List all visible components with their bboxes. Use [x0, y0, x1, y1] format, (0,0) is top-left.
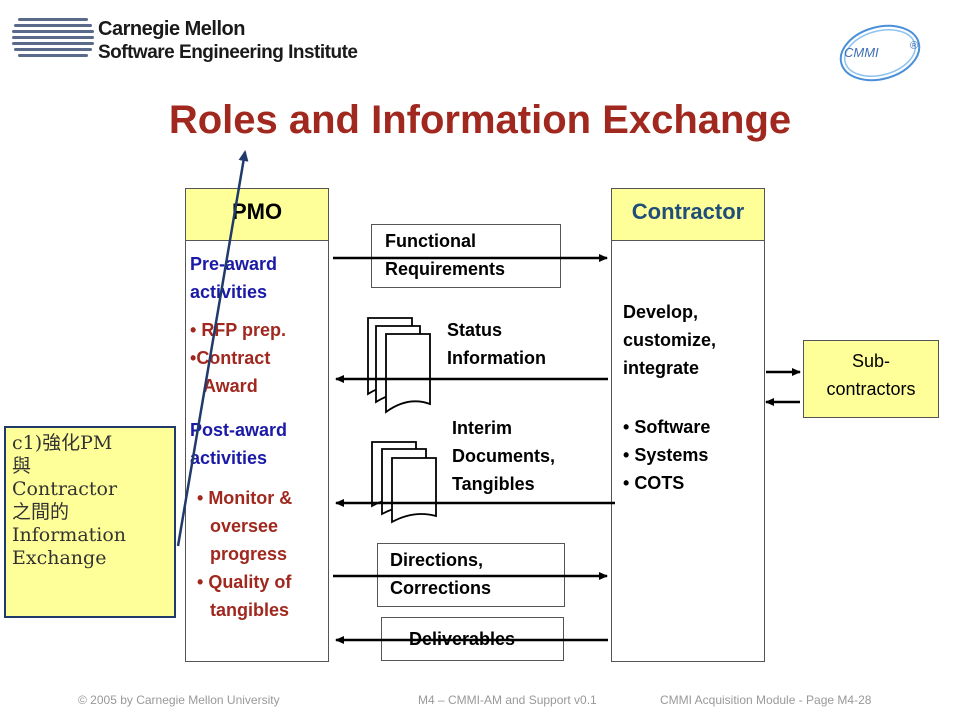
org-name-line1: Carnegie Mellon: [98, 18, 245, 40]
note-line: Contractor: [12, 478, 118, 500]
footer-module: M4 – CMMI-AM and Support v0.1: [418, 693, 597, 707]
directions-corrections-box: Directions, Corrections: [377, 543, 565, 607]
subcontractors-box: Sub- contractors: [803, 340, 939, 418]
contractor-item: • Software: [623, 417, 711, 437]
subcontractors-label-line1: Sub-: [851, 351, 891, 371]
pmo-heading: PMO: [185, 188, 329, 241]
pre-award-label-line1: Pre-award: [190, 254, 278, 274]
pre-award-label-line2: activities: [190, 282, 268, 302]
contractor-column: [611, 188, 765, 662]
post-award-label-line2: activities: [190, 448, 268, 468]
post-award-list: • Monitor & oversee progress • Quality o…: [197, 484, 292, 624]
registered-mark: ®: [910, 40, 919, 52]
contractor-item: • Systems: [623, 445, 709, 465]
cmmi-logo: [839, 24, 921, 82]
note-line: c1)強化PM: [12, 432, 113, 454]
sei-logo: [12, 18, 94, 57]
contractor-item-list: • Software • Systems • COTS: [623, 413, 710, 497]
functional-label-line2: Requirements: [385, 259, 506, 279]
interim-label-line3: Tangibles: [452, 474, 535, 494]
pre-award-label: Pre-award activities: [190, 250, 277, 306]
deliverables-label: Deliverables: [409, 629, 516, 649]
pre-award-item: • RFP prep.: [190, 320, 286, 340]
cmmi-logo-text: CMMI: [844, 45, 879, 60]
slide-title: Roles and Information Exchange: [168, 98, 792, 142]
functional-label-line1: Functional: [385, 231, 476, 251]
note-line: 之間的: [12, 501, 70, 523]
post-award-item: oversee: [210, 516, 279, 536]
interim-label-line1: Interim: [452, 418, 513, 438]
contractor-description: Develop, customize, integrate: [623, 298, 716, 382]
post-award-item: progress: [210, 544, 288, 564]
subcontractors-label-line2: contractors: [826, 379, 916, 399]
deliverables-box: Deliverables: [381, 617, 564, 661]
contractor-desc-line: customize,: [623, 330, 717, 350]
directions-label-line1: Directions,: [390, 550, 484, 570]
functional-requirements-box: Functional Requirements: [371, 224, 561, 288]
footer-copyright: © 2005 by Carnegie Mellon University: [78, 693, 280, 707]
note-line: 與: [12, 455, 32, 477]
interim-documents-label: Interim Documents, Tangibles: [452, 414, 555, 498]
contractor-desc-line: integrate: [623, 358, 700, 378]
pre-award-item: •Contract: [190, 348, 271, 368]
post-award-item: tangibles: [210, 600, 290, 620]
post-award-item: • Monitor &: [197, 488, 293, 508]
contractor-desc-line: Develop,: [623, 302, 699, 322]
post-award-label-line1: Post-award: [190, 420, 288, 440]
contractor-item: • COTS: [623, 473, 685, 493]
status-information-label: Status Information: [447, 316, 546, 372]
note-line: Information: [12, 524, 127, 546]
footer-page: CMMI Acquisition Module - Page M4-28: [660, 693, 872, 707]
pre-award-item: Award: [203, 376, 258, 396]
status-label-line2: Information: [447, 348, 546, 368]
interim-label-line2: Documents,: [452, 446, 556, 466]
org-name-line2: Software Engineering Institute: [98, 42, 358, 63]
annotation-note: c1)強化PM 與 Contractor 之間的 Information Exc…: [4, 426, 176, 618]
post-award-item: • Quality of: [197, 572, 292, 592]
pre-award-list: • RFP prep. •Contract Award: [190, 316, 286, 400]
contractor-heading: Contractor: [611, 188, 765, 241]
directions-label-line2: Corrections: [390, 578, 492, 598]
status-label-line1: Status: [447, 320, 503, 340]
post-award-label: Post-award activities: [190, 416, 287, 472]
document-stack-icon: [371, 441, 437, 524]
note-line: Exchange: [12, 547, 107, 569]
document-stack-icon: [367, 317, 431, 414]
